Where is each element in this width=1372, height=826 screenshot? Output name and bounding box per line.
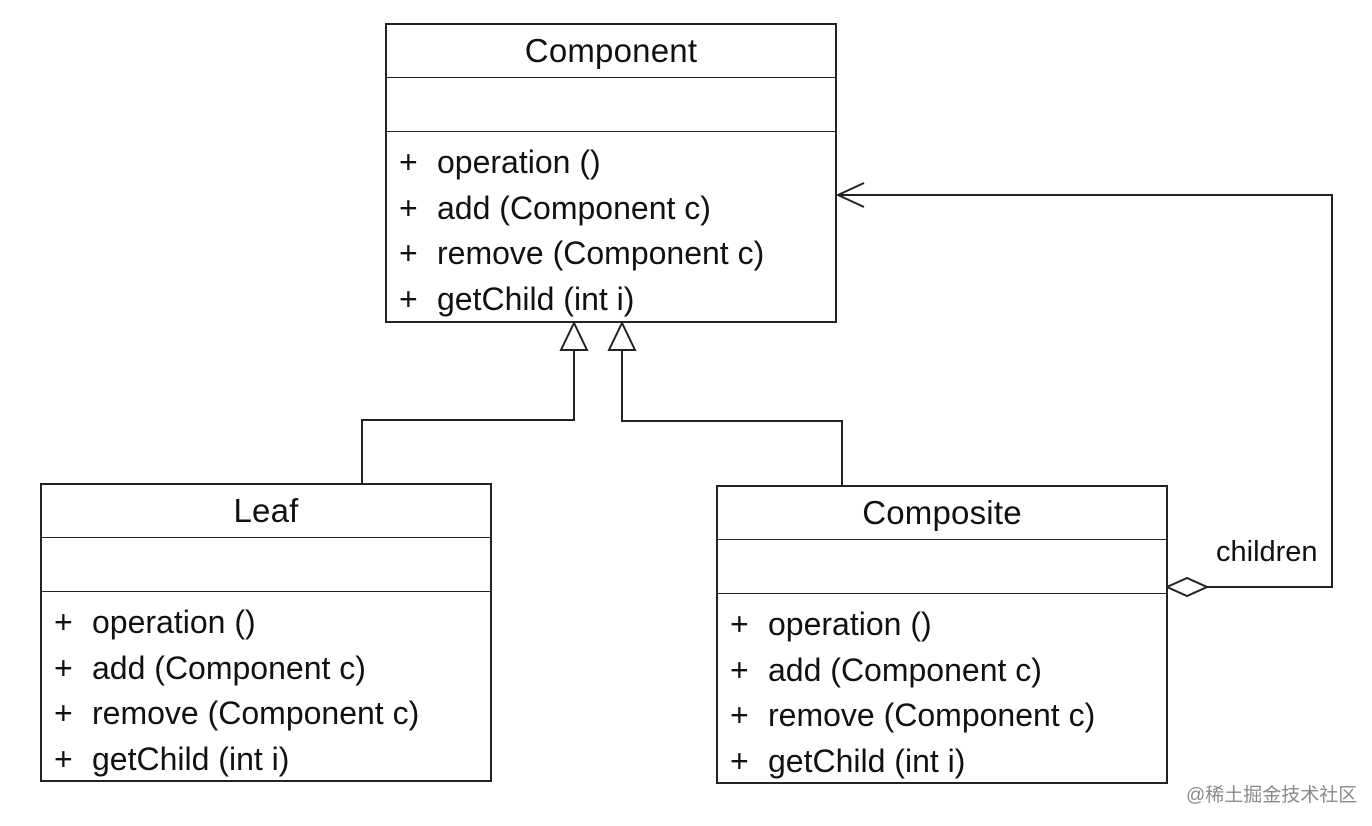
operation-label: add (Component c) — [92, 649, 366, 686]
aggregation-open-arrowhead — [835, 182, 865, 208]
composite-generalization-arrowhead — [607, 320, 637, 351]
composite-attributes-compartment — [718, 540, 1166, 594]
component-class: Component + operation () + add (Component … — [385, 23, 837, 323]
composite-operations-compartment: + operation () + add (Component c) + remove… — [718, 594, 1166, 784]
component-operation: + remove (Component c) — [399, 231, 835, 277]
visibility-symbol: + — [54, 604, 73, 641]
visibility-symbol: + — [730, 742, 749, 779]
watermark: @稀土掘金技术社区 — [1186, 785, 1358, 806]
visibility-symbol: + — [730, 697, 749, 734]
component-operation: + add (Component c) — [399, 186, 835, 232]
leaf-attributes-compartment — [42, 538, 490, 592]
operation-label: getChild (int i) — [437, 280, 635, 317]
operation-label: remove (Component c) — [437, 235, 765, 272]
aggregation-line — [838, 194, 1333, 588]
visibility-symbol: + — [399, 144, 418, 181]
operation-label: operation () — [92, 604, 256, 641]
leaf-operation: + add (Component c) — [54, 646, 490, 692]
leaf-operation: + getChild (int i) — [54, 737, 490, 783]
leaf-operations-compartment: + operation () + add (Component c) + remove… — [42, 592, 490, 782]
composite-operation: + add (Component c) — [730, 648, 1166, 694]
operation-label: remove (Component c) — [768, 697, 1096, 734]
component-operation: + getChild (int i) — [399, 277, 835, 323]
aggregation-role-label: children — [1216, 536, 1318, 568]
visibility-symbol: + — [730, 651, 749, 688]
component-attributes-compartment — [387, 78, 835, 132]
composite-class-name: Composite — [718, 487, 1166, 540]
leaf-class: Leaf + operation () + add (Component c) + r… — [40, 483, 492, 782]
visibility-symbol: + — [54, 740, 73, 777]
visibility-symbol: + — [730, 606, 749, 643]
leaf-operation: + operation () — [54, 600, 490, 646]
visibility-symbol: + — [399, 189, 418, 226]
visibility-symbol: + — [54, 695, 73, 732]
operation-label: operation () — [768, 606, 932, 643]
leaf-generalization-line — [361, 350, 575, 484]
operation-label: add (Component c) — [437, 189, 711, 226]
operation-label: add (Component c) — [768, 651, 1042, 688]
visibility-symbol: + — [399, 280, 418, 317]
leaf-class-name: Leaf — [42, 485, 490, 538]
leaf-operation: + remove (Component c) — [54, 691, 490, 737]
composite-class: Composite + operation () + add (Component … — [716, 485, 1168, 784]
component-operation: + operation () — [399, 140, 835, 186]
visibility-symbol: + — [399, 235, 418, 272]
leaf-generalization-arrowhead — [559, 320, 589, 351]
operation-label: operation () — [437, 144, 601, 181]
composite-operation: + operation () — [730, 602, 1166, 648]
component-operations-compartment: + operation () + add (Component c) + remove… — [387, 132, 835, 322]
operation-label: getChild (int i) — [768, 742, 966, 779]
composite-operation: + getChild (int i) — [730, 739, 1166, 785]
composite-generalization-line — [621, 350, 843, 486]
operation-label: remove (Component c) — [92, 695, 420, 732]
component-class-name: Component — [387, 25, 835, 78]
operation-label: getChild (int i) — [92, 740, 290, 777]
visibility-symbol: + — [54, 649, 73, 686]
composite-operation: + remove (Component c) — [730, 693, 1166, 739]
aggregation-diamond — [1164, 576, 1210, 598]
